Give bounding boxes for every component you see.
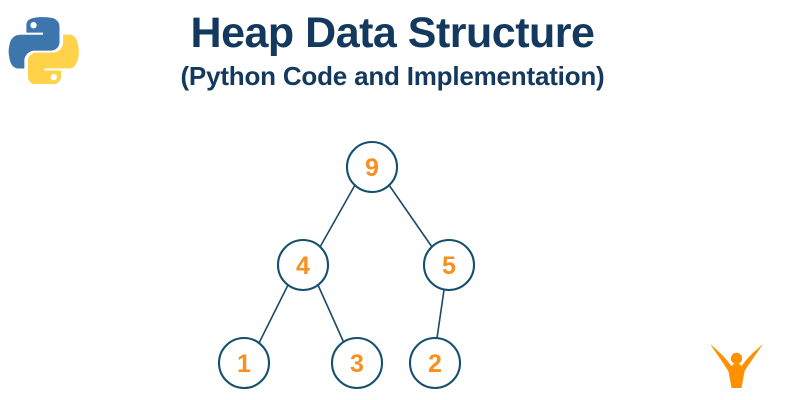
- tree-node-1[interactable]: 1: [217, 336, 271, 390]
- node-value-1: 1: [237, 350, 251, 378]
- person-raised-arms-icon: [705, 340, 767, 392]
- node-circle-3: [330, 336, 384, 390]
- node-circle-5: [422, 238, 476, 292]
- tree-node-3[interactable]: 3: [330, 336, 384, 390]
- python-logo-icon: [6, 10, 80, 87]
- node-circle-4: [276, 238, 330, 292]
- page-subtitle: (Python Code and Implementation): [180, 61, 605, 91]
- tree-node-4[interactable]: 4: [276, 238, 330, 292]
- node-value-2: 2: [428, 350, 442, 378]
- node-value-5: 5: [442, 252, 456, 280]
- page-title: Heap Data Structure: [190, 9, 595, 57]
- tree-node-5[interactable]: 5: [422, 238, 476, 292]
- node-circle-9: [345, 140, 399, 194]
- tree-node-9[interactable]: 9: [345, 140, 399, 194]
- edge-4-3: [317, 284, 345, 344]
- node-circle-1: [217, 336, 271, 390]
- tree-nodes: 9 4 5 1 3 2: [217, 140, 476, 390]
- node-value-4: 4: [296, 252, 310, 280]
- tree-node-2[interactable]: 2: [408, 336, 462, 390]
- edge-9-4: [319, 184, 356, 248]
- node-value-9: 9: [365, 154, 379, 182]
- edge-5-2: [436, 289, 445, 339]
- edge-4-1: [258, 284, 289, 344]
- node-value-3: 3: [350, 350, 364, 378]
- edge-9-5: [388, 184, 433, 248]
- header-text-block: Heap Data Structure (Python Code and Imp…: [120, 8, 665, 92]
- node-circle-2: [408, 336, 462, 390]
- tree-edges: [258, 184, 445, 344]
